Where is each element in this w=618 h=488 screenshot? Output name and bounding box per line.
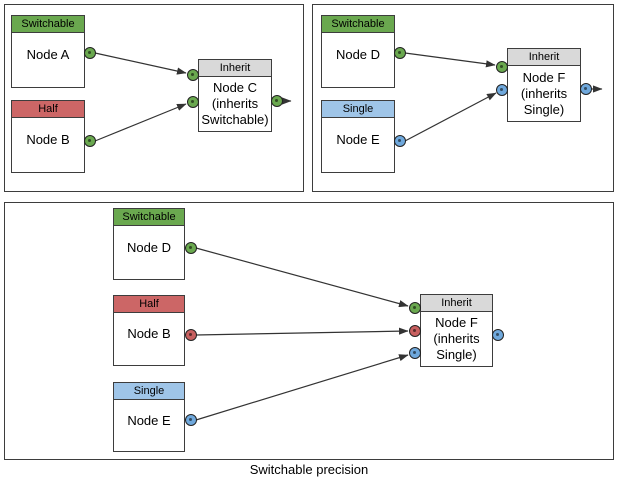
node-b-bottom-output-port <box>184 328 197 341</box>
node-d-top: Switchable Node D <box>321 15 395 88</box>
node-e-bottom-output-port <box>184 413 197 426</box>
node-c-name: Node C (inherits Switchable) <box>201 80 269 127</box>
node-a-type-header: Switchable <box>12 16 84 33</box>
node-b-output-port <box>83 134 96 147</box>
node-c-type-header: Inherit <box>199 60 271 77</box>
node-e-bottom-type-header: Single <box>114 383 184 400</box>
node-d-top-type-header: Switchable <box>322 16 394 33</box>
node-f-bottom-output-port <box>491 328 504 341</box>
node-f-top-type-header: Inherit <box>508 49 580 66</box>
node-f-bottom-input-port-2 <box>408 324 421 337</box>
node-e-top: Single Node E <box>321 100 395 173</box>
node-f-top-input-port-1 <box>495 60 508 73</box>
node-c-output-port <box>270 94 283 107</box>
node-d-bottom-output-port <box>184 241 197 254</box>
node-f-top: Inherit Node F (inherits Single) <box>507 48 581 122</box>
node-e-top-output-port <box>393 134 406 147</box>
node-c-input-port-1 <box>186 68 199 81</box>
node-b-bottom-name: Node B <box>127 326 171 341</box>
node-e-bottom: Single Node E <box>113 382 185 452</box>
node-b-name: Node B <box>26 132 70 147</box>
node-b: Half Node B <box>11 100 85 173</box>
node-c-input-port-2 <box>186 95 199 108</box>
node-d-bottom-type-header: Switchable <box>114 209 184 226</box>
node-f-bottom: Inherit Node F (inherits Single) <box>420 294 493 367</box>
node-f-top-input-port-2 <box>495 83 508 96</box>
node-a: Switchable Node A <box>11 15 85 88</box>
node-d-bottom-name: Node D <box>126 239 172 255</box>
node-e-top-name: Node E <box>336 132 380 147</box>
node-f-bottom-type-header: Inherit <box>421 295 492 312</box>
panel-bottom <box>4 202 614 460</box>
node-d-top-name: Node D <box>335 47 381 62</box>
node-b-bottom-type-header: Half <box>114 296 184 313</box>
node-a-name: Node A <box>26 47 70 62</box>
node-e-top-type-header: Single <box>322 101 394 118</box>
node-d-top-output-port <box>393 46 406 59</box>
figure-caption: Switchable precision <box>249 462 369 477</box>
node-d-bottom: Switchable Node D <box>113 208 185 280</box>
node-f-bottom-input-port-1 <box>408 301 421 314</box>
node-b-type-header: Half <box>12 101 84 118</box>
node-b-bottom: Half Node B <box>113 295 185 366</box>
node-f-bottom-name: Node F (inherits Single) <box>433 315 480 362</box>
node-f-top-name: Node F (inherits Single) <box>520 69 568 117</box>
node-a-output-port <box>83 46 96 59</box>
node-c: Inherit Node C (inherits Switchable) <box>198 59 272 132</box>
node-e-bottom-name: Node E <box>127 412 171 428</box>
node-f-top-output-port <box>579 82 592 95</box>
node-f-bottom-input-port-3 <box>408 346 421 359</box>
